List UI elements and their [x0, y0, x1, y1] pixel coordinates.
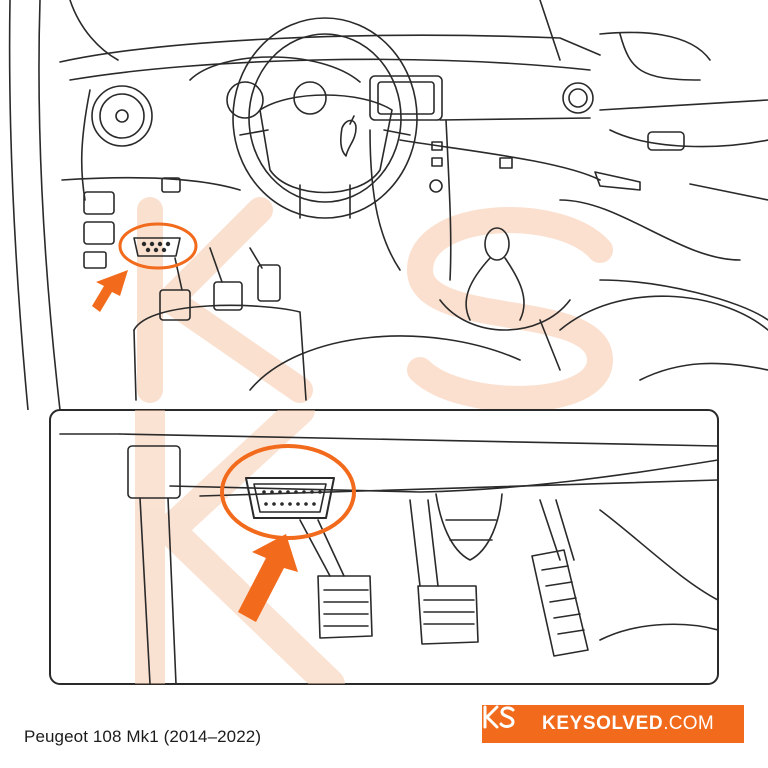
inset-right-trim [599, 509, 718, 641]
inset-pointer-arrow-icon [238, 534, 298, 622]
instrument-cluster [189, 56, 361, 119]
inset-brake-pedal [409, 499, 479, 645]
left-air-vent [91, 85, 153, 147]
ks-monogram-icon [483, 705, 532, 736]
brand-banner[interactable]: KEYSOLVED.COM [482, 705, 744, 743]
inset-accelerator-pedal [531, 499, 589, 657]
side-switch-panel [83, 177, 181, 269]
peugeot-lion-icon [340, 115, 357, 157]
inset-dash-underside [59, 433, 718, 684]
pedals-overview [159, 247, 281, 321]
zoom-inset [49, 409, 719, 685]
obd-port-closeup [220, 444, 356, 540]
vehicle-caption: Peugeot 108 Mk1 (2014–2022) [24, 727, 262, 746]
right-door-panel [559, 31, 768, 321]
floor-mat [133, 304, 307, 401]
steering-wheel [232, 17, 418, 219]
pointer-arrow-icon [92, 270, 128, 312]
seats [249, 295, 768, 391]
obd-port-location [118, 222, 198, 270]
inset-steering-column [435, 493, 503, 561]
center-console [369, 75, 513, 281]
brand-tld: .COM [663, 713, 714, 734]
left-door-frame [8, 0, 119, 410]
right-air-vent [562, 82, 594, 114]
watermark-logo [137, 197, 613, 410]
gear-lever [439, 227, 571, 371]
interior-drawing [8, 0, 768, 410]
brand-name: KEYSOLVED [542, 713, 664, 734]
dashboard [59, 0, 601, 201]
